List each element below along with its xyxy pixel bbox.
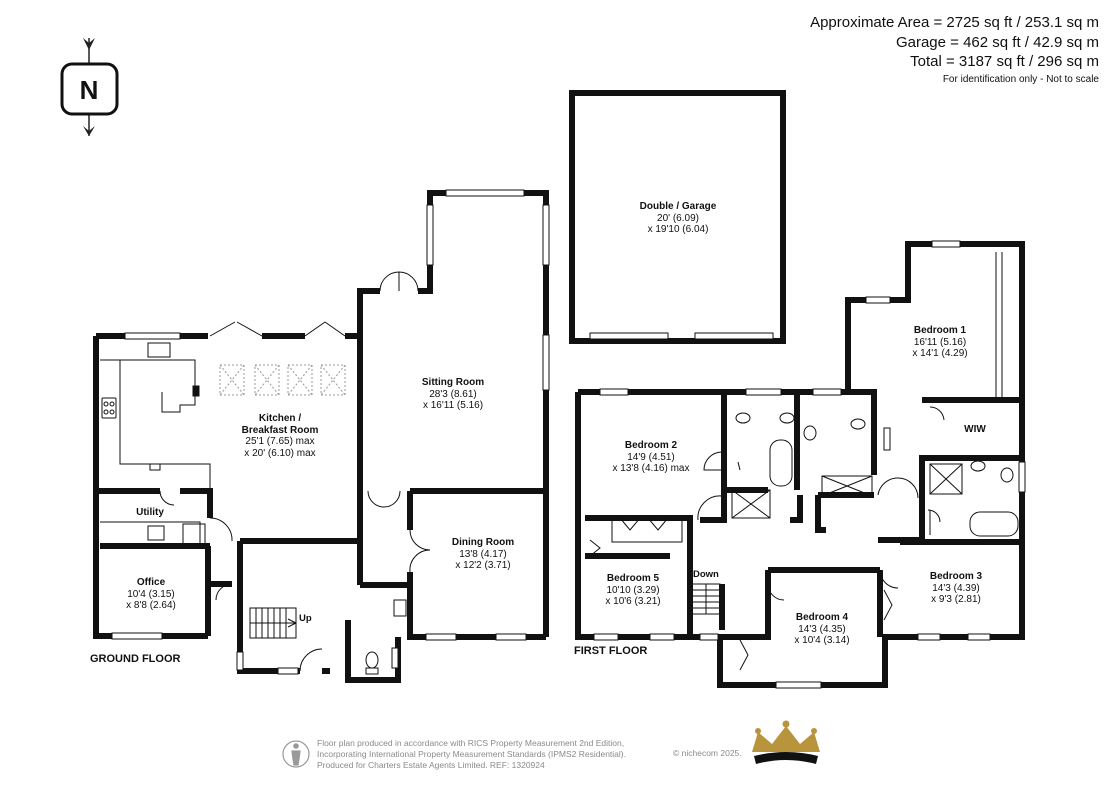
room-name: Sitting Room [421,377,485,388]
crown-logo-icon [752,720,820,764]
room-bedroom-3: Bedroom 3 14'3 (4.39) x 9'3 (2.81) [906,571,1006,606]
stairs-up-label: Up [299,613,312,624]
room-name: Office [136,577,166,588]
room-dimension: x 12'2 (3.71) [455,560,511,571]
garage-area: Garage = 462 sq ft / 42.9 sq m [895,33,1099,51]
room-kitchen-breakfast: Kitchen / Breakfast Room 25'1 (7.65) max… [230,413,330,459]
room-sitting: Sitting Room 28'3 (8.61) x 16'11 (5.16) [403,377,503,412]
room-dimension: 25'1 (7.65) max [245,436,315,447]
room-bedroom-2: Bedroom 2 14'9 (4.51) x 13'8 (4.16) max [596,440,706,475]
room-dimension: 14'3 (4.35) [798,623,846,635]
room-dimension: 14'3 (4.39) [932,582,980,594]
footer-line: Incorporating International Property Mea… [317,749,626,759]
room-dimension: x 16'11 (5.16) [422,400,484,411]
footer-line: Produced for Charters Estate Agents Limi… [317,760,545,770]
garage-walls [569,90,786,344]
copyright: © nichecom 2025. [673,748,742,758]
room-name: Bedroom 2 [624,440,678,451]
room-name: Bedroom 4 [795,612,849,623]
person-icon [282,740,310,768]
room-dimension: x 19'10 (6.04) [647,224,709,235]
room-office: Office 10'4 (3.15) x 8'8 (2.64) [106,577,196,612]
area-summary: Approximate Area = 2725 sq ft / 253.1 sq… [810,13,1099,88]
room-dimension: x 13'8 (4.16) max [612,463,690,474]
north-arrow-icon: N [60,38,119,136]
ground-floor-windows [111,189,550,675]
ground-wc-fittings [365,599,407,675]
first-floor-fittings [589,252,1019,671]
room-name: Bedroom 1 [913,325,967,336]
room-dimension: x 10'6 (3.21) [605,596,661,607]
room-dimension: 10'4 (3.15) [127,588,175,600]
room-name: Kitchen / [258,413,302,424]
room-name: Bedroom 3 [929,571,983,582]
room-dimension: 16'11 (5.16) [913,336,967,348]
room-dimension: 28'3 (8.61) [429,388,477,400]
room-bedroom-4: Bedroom 4 14'3 (4.35) x 10'4 (3.14) [772,612,872,647]
room-dimension: x 9'3 (2.81) [931,594,981,605]
room-dimension: 13'8 (4.17) [459,548,507,560]
room-bedroom-1: Bedroom 1 16'11 (5.16) x 14'1 (4.29) [890,325,990,360]
room-dimension: 20' (6.09) [657,212,699,224]
ground-stairs [249,607,297,639]
room-dimension: 10'10 (3.29) [606,584,660,596]
ground-floor-doors [159,271,431,672]
room-dimension: x 10'4 (3.14) [794,635,850,646]
first-floor-stairs [691,583,721,615]
room-name: Double / Garage [639,201,717,212]
room-dining: Dining Room 13'8 (4.17) x 12'2 (3.71) [433,537,533,572]
room-dimension: x 14'1 (4.29) [912,348,968,359]
room-dimension: x 8'8 (2.64) [126,600,176,611]
footer-line: Floor plan produced in accordance with R… [317,738,625,748]
first-floor-windows [593,240,1026,689]
scale-disclaimer: For identification only - Not to scale [942,73,1099,85]
ground-floor-title: GROUND FLOOR [90,653,181,665]
room-name: WIW [964,424,986,435]
footer-text: Floor plan produced in accordance with R… [317,738,626,771]
room-wiw: WIW [950,424,1000,436]
room-name: Bedroom 5 [606,573,660,584]
room-utility: Utility [120,507,180,519]
stairs-down-label: Down [693,569,719,580]
kitchen-fittings [100,342,346,546]
north-letter: N [80,75,99,105]
room-name: Dining Room [451,537,515,548]
first-floor-title: FIRST FLOOR [574,645,648,657]
room-dimension: x 20' (6.10) max [244,447,316,459]
total-area: Total = 3187 sq ft / 296 sq m [910,53,1099,70]
approximate-area: Approximate Area = 2725 sq ft / 253.1 sq… [810,14,1099,31]
room-garage: Double / Garage 20' (6.09) x 19'10 (6.04… [628,201,728,236]
room-name: Utility [136,507,164,518]
room-bedroom-5: Bedroom 5 10'10 (3.29) x 10'6 (3.21) [583,573,683,608]
room-dimension: 14'9 (4.51) [627,451,675,463]
ground-floor-walls [93,190,549,683]
room-name: Breakfast Room [241,424,319,436]
